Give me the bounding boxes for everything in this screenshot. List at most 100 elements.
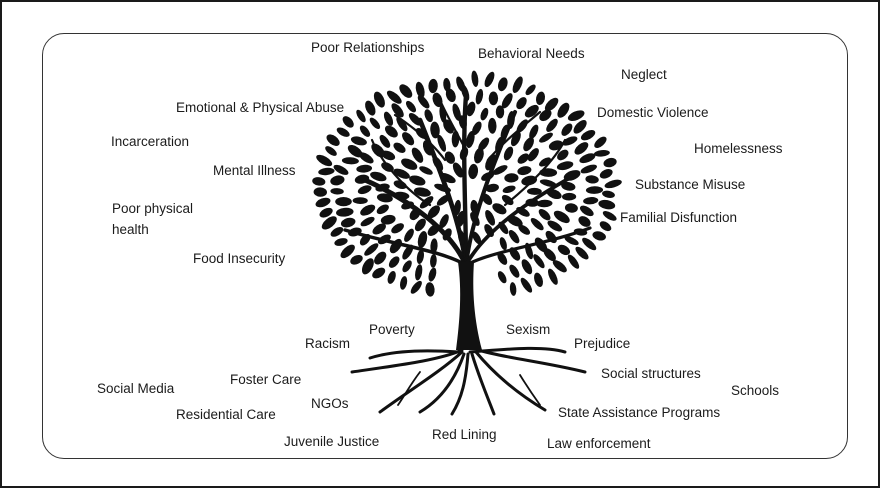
- tree-leaf: [318, 167, 335, 176]
- tree-leaf: [452, 162, 464, 178]
- tree-leaf: [359, 233, 371, 246]
- tree-leaf: [495, 105, 505, 119]
- tree-leaf: [313, 187, 327, 197]
- tree-leaf: [399, 84, 413, 98]
- tree-leaf: [356, 109, 366, 123]
- tree-leaf: [585, 175, 599, 184]
- tree-leaf: [401, 201, 414, 210]
- tree-leaf: [602, 190, 615, 198]
- tree-leaf: [417, 231, 428, 248]
- tree-leaf: [567, 110, 585, 122]
- tree-leaf: [573, 119, 587, 134]
- tree-leaf: [321, 216, 337, 230]
- tree-leaf: [525, 198, 539, 207]
- label-incarceration: Incarceration: [111, 134, 190, 149]
- tree-leaf: [354, 174, 370, 184]
- tree-leaf: [442, 228, 452, 241]
- tree-leaf: [524, 104, 539, 118]
- tree-leaf: [350, 254, 363, 265]
- tree-leaf: [485, 210, 496, 226]
- tree-leaf: [520, 277, 533, 293]
- tree-leaf: [592, 231, 606, 241]
- tree-leaf: [370, 171, 387, 182]
- tree-leaf: [409, 175, 426, 186]
- tree-leaf: [497, 252, 508, 265]
- tree-leaf: [432, 156, 444, 171]
- tree-leaf: [375, 183, 390, 192]
- tree-leaf: [444, 151, 456, 164]
- tree-leaf: [315, 197, 331, 208]
- tree-leaf: [439, 214, 449, 229]
- tree-leaf: [509, 282, 517, 296]
- tree-leaf: [393, 191, 410, 200]
- tree-leaf: [500, 124, 509, 140]
- tree-leaf: [381, 162, 394, 172]
- tree-leaf: [538, 209, 551, 221]
- tree-leaf: [357, 185, 372, 195]
- tree-leaf: [499, 237, 507, 251]
- tree-leaf: [402, 260, 412, 273]
- label-social-structures: Social structures: [601, 366, 701, 381]
- tree-leaf: [408, 112, 422, 126]
- tree-leaf: [546, 188, 562, 200]
- tree-leaf: [539, 132, 553, 143]
- tree-leaf: [350, 136, 367, 146]
- label-social-media: Social Media: [97, 381, 175, 396]
- tree-leaf: [488, 91, 499, 106]
- label-substance-misuse: Substance Misuse: [635, 177, 746, 192]
- tree-leaf: [579, 205, 594, 217]
- tree-leaf: [330, 227, 344, 237]
- tree-leaf: [575, 246, 589, 260]
- tree-branch: [462, 92, 469, 268]
- tree-leaf: [417, 95, 430, 109]
- tree-leaf: [580, 130, 596, 141]
- tree-leaf: [521, 175, 538, 186]
- tree-leaf: [534, 272, 543, 287]
- tree-leaf: [365, 100, 376, 116]
- tree-leaf: [556, 161, 574, 171]
- tree-leaf: [400, 276, 408, 290]
- tree-leaf: [471, 70, 479, 87]
- tree-leaf: [389, 238, 402, 254]
- tree-leaf: [578, 216, 591, 227]
- tree-leaf: [495, 136, 504, 153]
- tree-leaf: [405, 100, 417, 113]
- tree-root: [418, 352, 466, 414]
- tree-leaf: [373, 91, 385, 108]
- tree-leaf: [527, 148, 539, 162]
- tree-leaf: [374, 251, 387, 265]
- tree-leaf: [498, 221, 509, 235]
- tree-leaf: [326, 134, 340, 146]
- tree-leaf: [381, 150, 396, 161]
- tree-leaf: [525, 84, 536, 96]
- tree-leaf: [466, 130, 475, 149]
- tree-leaf: [396, 116, 408, 132]
- label-law-enforcement: Law enforcement: [547, 436, 651, 451]
- tree-leaf: [361, 258, 374, 275]
- tree-leaf: [561, 123, 573, 136]
- tree-leaf: [475, 88, 484, 105]
- tree-leaf: [458, 115, 467, 130]
- tree-leaf: [480, 107, 489, 121]
- tree-leaf: [553, 210, 570, 224]
- label-red-lining: Red Lining: [432, 427, 497, 442]
- tree-leaf: [410, 280, 422, 294]
- tree-root: [476, 348, 587, 374]
- tree-leaf: [557, 149, 569, 161]
- tree-leaf: [544, 97, 559, 112]
- tree-leaf: [603, 157, 617, 168]
- tree-leaf: [393, 168, 410, 179]
- tree-leaf: [535, 91, 546, 106]
- label-emotional-physical-abuse: Emotional & Physical Abuse: [176, 100, 345, 115]
- tree-leaf: [401, 158, 418, 170]
- tree-root: [450, 352, 470, 416]
- tree-leaf: [415, 81, 425, 99]
- tree-leaf: [604, 179, 622, 189]
- tree-leaf: [336, 127, 350, 137]
- tree-leaf: [534, 237, 548, 253]
- tree-leaf: [336, 207, 354, 217]
- tree-branch: [417, 117, 469, 268]
- tree-leaf: [562, 136, 578, 146]
- tree-root: [378, 350, 464, 414]
- tree-root: [468, 346, 567, 354]
